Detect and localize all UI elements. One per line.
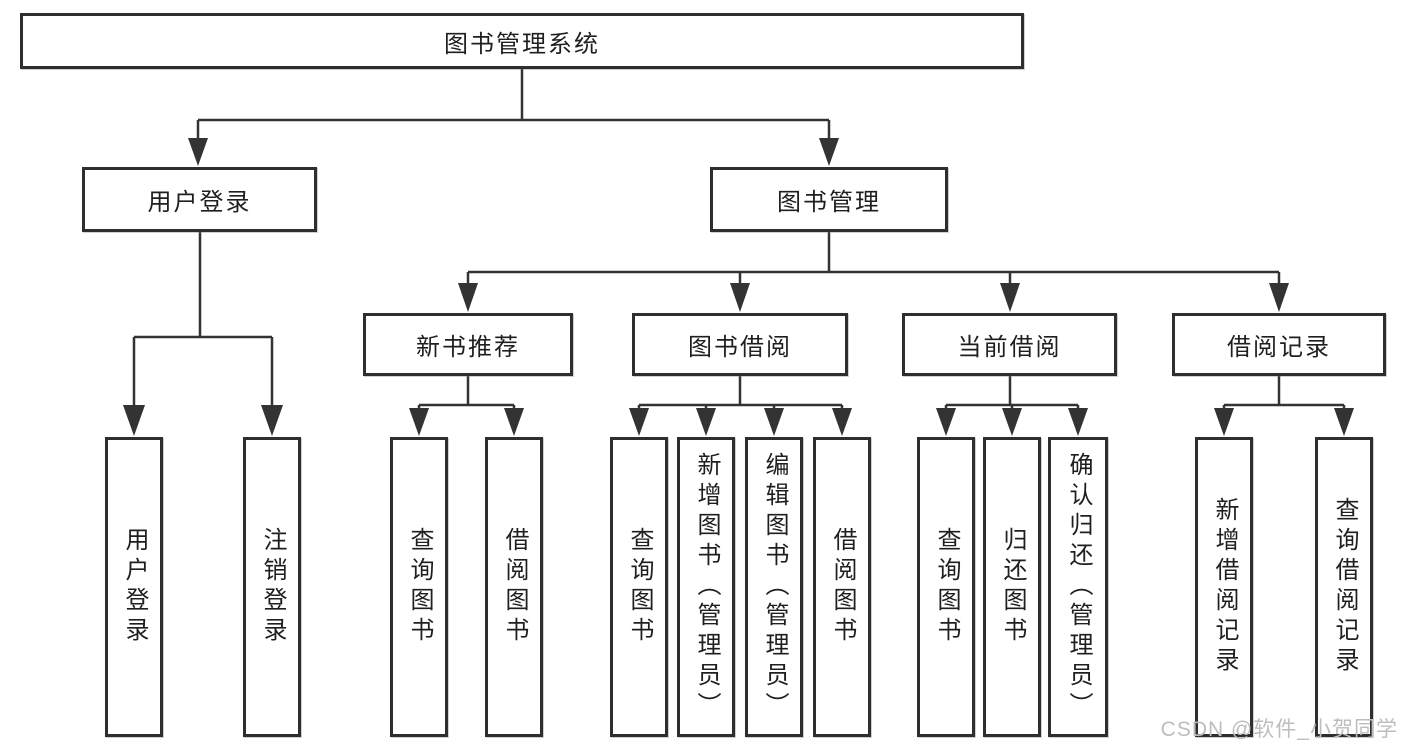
- connector-book-borrow-split: [637, 376, 844, 420]
- leaf-add-books-admin: 新增图书（管理员）: [677, 437, 735, 737]
- leaf-logout: 注销登录: [243, 437, 301, 737]
- node-root-library-system: 图书管理系统: [20, 13, 1024, 69]
- connector-book-management-split: [466, 232, 1281, 292]
- node-book-borrow: 图书借阅: [632, 313, 848, 376]
- leaf-edit-books-admin: 编辑图书（管理员）: [745, 437, 803, 737]
- node-label: 新增图书（管理员）: [693, 452, 720, 722]
- node-current-borrow: 当前借阅: [902, 313, 1117, 376]
- leaf-query-books-current: 查询图书: [917, 437, 975, 737]
- leaf-confirm-return-admin: 确认归还（管理员）: [1048, 437, 1108, 737]
- node-label: 新增借阅记录: [1211, 497, 1238, 677]
- node-label: 确认归还（管理员）: [1065, 452, 1092, 722]
- node-label: 借阅记录: [1227, 334, 1331, 361]
- arrowheads-user-login-leaves: [123, 405, 283, 436]
- connector-current-borrow-split: [944, 376, 1080, 420]
- arrowheads-current-borrow-leaves: [936, 408, 1088, 436]
- node-label: 归还图书: [999, 527, 1026, 647]
- leaf-query-borrow-record: 查询借阅记录: [1315, 437, 1373, 737]
- node-user-login: 用户登录: [82, 167, 317, 232]
- connector-user-login-split: [132, 232, 274, 415]
- csdn-watermark: CSDN @软件_小贺同学: [1160, 718, 1398, 741]
- node-label: 查询借阅记录: [1331, 497, 1358, 677]
- arrowheads-borrow-records-leaves: [1214, 408, 1354, 436]
- leaf-borrow-books: 借阅图书: [813, 437, 871, 737]
- node-borrow-records: 借阅记录: [1172, 313, 1386, 376]
- node-label: 图书管理系统: [444, 30, 600, 58]
- node-label: 查询图书: [626, 527, 653, 647]
- node-label: 借阅图书: [829, 527, 856, 647]
- connector-new-book-split: [417, 376, 516, 420]
- node-label: 用户登录: [121, 527, 148, 647]
- node-label: 编辑图书（管理员）: [761, 452, 788, 722]
- arrowheads-level2: [188, 138, 839, 166]
- arrowheads-new-book-leaves: [409, 408, 524, 436]
- leaf-query-books-recommend: 查询图书: [390, 437, 448, 737]
- node-new-book-recommend: 新书推荐: [363, 313, 573, 376]
- leaf-borrow-books-recommend: 借阅图书: [485, 437, 543, 737]
- connector-borrow-records-split: [1222, 376, 1346, 420]
- node-book-management: 图书管理: [710, 167, 948, 232]
- node-label: 当前借阅: [957, 334, 1062, 361]
- node-label: 查询图书: [933, 527, 960, 647]
- node-label: 新书推荐: [416, 334, 520, 361]
- arrowheads-book-borrow-leaves: [629, 408, 852, 436]
- leaf-return-books: 归还图书: [983, 437, 1041, 737]
- node-label: 注销登录: [259, 527, 286, 647]
- node-label: 用户登录: [147, 189, 252, 216]
- leaf-user-login: 用户登录: [105, 437, 163, 737]
- arrowheads-level3: [458, 283, 1289, 312]
- node-label: 图书管理: [777, 189, 881, 216]
- node-label: 借阅图书: [501, 527, 528, 647]
- connector-root-to-level2: [196, 69, 831, 148]
- leaf-query-books-borrow: 查询图书: [610, 437, 668, 737]
- leaf-add-borrow-record: 新增借阅记录: [1195, 437, 1253, 737]
- node-label: 查询图书: [406, 527, 433, 647]
- node-label: 图书借阅: [688, 334, 792, 361]
